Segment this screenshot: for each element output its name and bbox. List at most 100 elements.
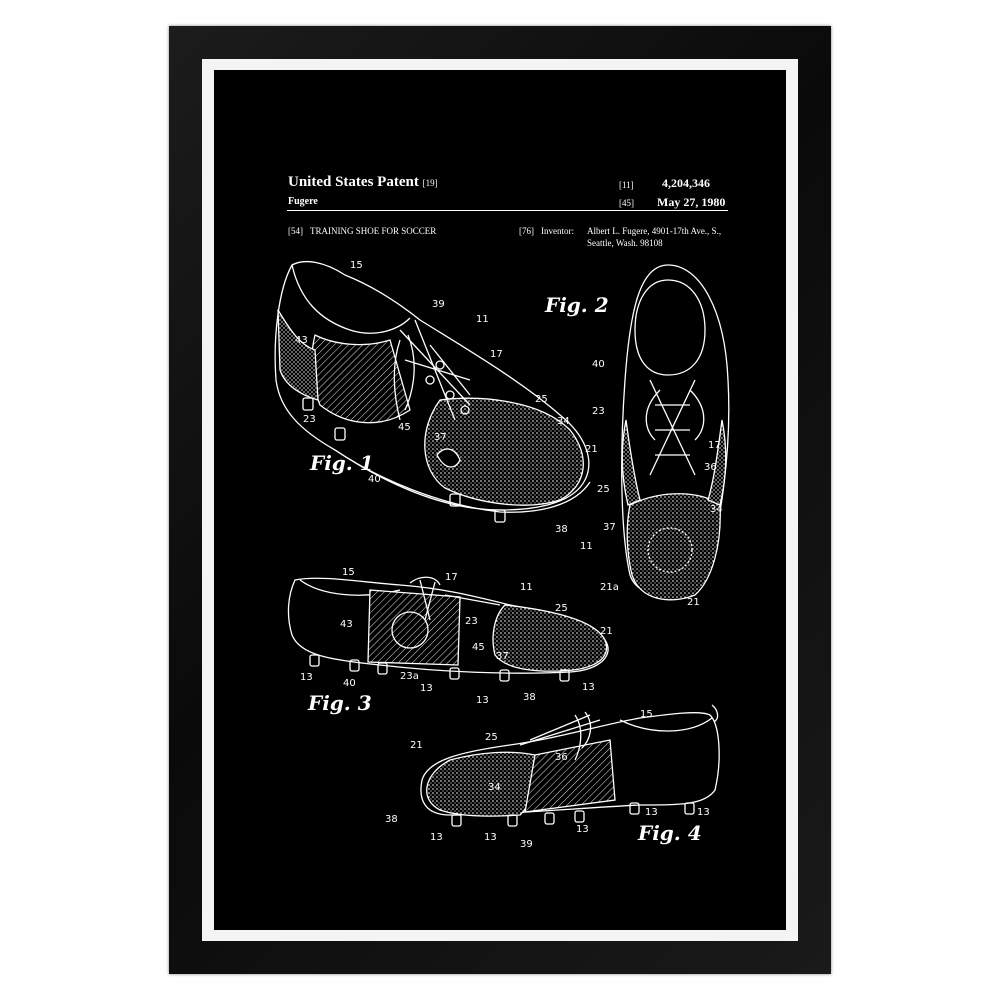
fig1-eyelet: [460, 405, 470, 415]
fig1-cutout: [436, 448, 461, 468]
fig3-cleat: [559, 669, 570, 682]
fig2-laces: [645, 379, 705, 476]
ref-numeral: 13: [576, 824, 589, 835]
ref-numeral: 11: [476, 314, 489, 325]
ref-numeral: 37: [434, 432, 447, 443]
fig3-ball-circle: [391, 611, 429, 649]
ref-numeral: 43: [340, 619, 353, 630]
inventor-surname: Fugere: [288, 196, 318, 207]
fig1-cleat: [334, 427, 346, 441]
fig3-cleat: [449, 667, 460, 680]
fig1-cleat: [494, 509, 506, 523]
ref-numeral: 23: [303, 414, 316, 425]
fig2-label: Fig. 2: [544, 293, 609, 317]
fig1-label: Fig. 1: [309, 451, 374, 475]
patent-number: 4,204,346: [662, 176, 710, 190]
fig4-toe-cap: [426, 751, 538, 817]
fig1-sole: [334, 449, 591, 513]
ref-numeral: 38: [523, 692, 536, 703]
inventor-address-line1: Albert L. Fugere, 4901-17th Ave., S.,: [587, 226, 722, 236]
fig1-eyelet: [445, 390, 455, 400]
ref-numeral: 21: [687, 597, 700, 608]
ref-numeral: 40: [368, 474, 381, 485]
ref-numeral: 15: [342, 567, 355, 578]
ref-numeral: 39: [432, 299, 445, 310]
fig4-cleat: [544, 812, 555, 825]
fig1-cleat: [449, 493, 461, 507]
fig4-numerals: 25 15 21 36 34 13 13 38 13 13 13 39: [385, 709, 710, 850]
ref-numeral: 13: [645, 807, 658, 818]
ref-numeral: 34: [557, 416, 570, 427]
ref-numeral: 21: [410, 740, 423, 751]
ref-numeral: 40: [592, 359, 605, 370]
fig1-side-panel: [311, 334, 411, 424]
invention-title: TRAINING SHOE FOR SOCCER: [310, 226, 437, 236]
fig1-eyelet: [435, 360, 445, 370]
ref-numeral: 43: [295, 335, 308, 346]
ref-numeral: 34: [488, 782, 501, 793]
ref-numeral: 15: [350, 260, 363, 271]
ref-numeral: 39: [520, 839, 533, 850]
fig4-cleat: [451, 814, 462, 827]
fig2-toe-cap: [626, 493, 721, 601]
figure-2-shoe-drawing: [621, 264, 730, 601]
fig4-label: Fig. 4: [637, 821, 702, 845]
fig1-collar: [291, 264, 411, 334]
ref-numeral: 17: [490, 349, 503, 360]
fig4-collar: [619, 717, 713, 732]
ref-numeral: 25: [485, 732, 498, 743]
fig1-upper-outline: [274, 261, 590, 511]
ref-numeral: 21a: [600, 582, 619, 593]
fig1-eyelet: [425, 375, 435, 385]
patent-title-text: United States Patent: [288, 174, 419, 190]
fig2-numerals: 40 23 17 36 25 34 37 11 21a 21: [580, 359, 723, 608]
fig1-laces: [393, 319, 471, 421]
ref-numeral: 34: [710, 504, 723, 515]
fig3-toe-cap: [492, 604, 608, 672]
fig3-cleat: [499, 669, 510, 682]
figure-1-shoe-drawing: [274, 261, 591, 523]
ref-numeral: 45: [472, 642, 485, 653]
patent-number-ref: [11]: [619, 180, 634, 190]
fig1-cleat: [302, 397, 314, 411]
invention-ref: [54]: [288, 226, 303, 236]
fig3-cleat: [349, 659, 360, 672]
ref-numeral: 13: [420, 683, 433, 694]
fig3-laces: [409, 576, 501, 621]
ref-numeral: 21: [600, 626, 613, 637]
inventor-label: Inventor:: [541, 226, 574, 236]
ref-numeral: 13: [300, 672, 313, 683]
fig4-cleat: [574, 810, 585, 823]
fig4-cleat: [684, 802, 695, 815]
fig3-mid-panel: [367, 589, 461, 666]
patent-title: United States Patent [19]: [288, 174, 438, 191]
fig4-laces: [519, 711, 601, 761]
ref-numeral: 11: [520, 582, 533, 593]
header-rule: [287, 210, 728, 211]
fig2-side-left: [621, 419, 641, 506]
ref-numeral: 23a: [400, 671, 419, 682]
ref-numeral: 17: [708, 440, 721, 451]
fig3-numerals: 15 17 11 25 43 23 21 45 37 13 40 23a 13 …: [300, 567, 613, 706]
ref-numeral: 25: [555, 603, 568, 614]
ref-numeral: 38: [385, 814, 398, 825]
fig2-heel-opening: [634, 279, 706, 376]
ref-numeral: 13: [476, 695, 489, 706]
fig4-pull-tab: [711, 704, 719, 723]
ref-numeral: 38: [555, 524, 568, 535]
ref-numeral: 37: [496, 651, 509, 662]
ref-numeral: 13: [484, 832, 497, 843]
ref-numeral: 13: [430, 832, 443, 843]
ref-numeral: 23: [465, 616, 478, 627]
patent-date: May 27, 1980: [657, 195, 726, 209]
fig2-side-right: [707, 419, 727, 506]
fig4-cleat: [507, 814, 518, 827]
fig3-label: Fig. 3: [307, 691, 372, 715]
fig1-numerals: 15 39 11 17 43 25 34 23 45 37 21 40 38: [295, 260, 598, 535]
fig2-toe-circle: [647, 527, 693, 573]
patent-title-ref: [19]: [422, 178, 438, 188]
inventor-address-line2: Seattle, Wash. 98108: [587, 238, 663, 248]
inventor-ref: [76]: [519, 226, 534, 236]
ref-numeral: 37: [603, 522, 616, 533]
